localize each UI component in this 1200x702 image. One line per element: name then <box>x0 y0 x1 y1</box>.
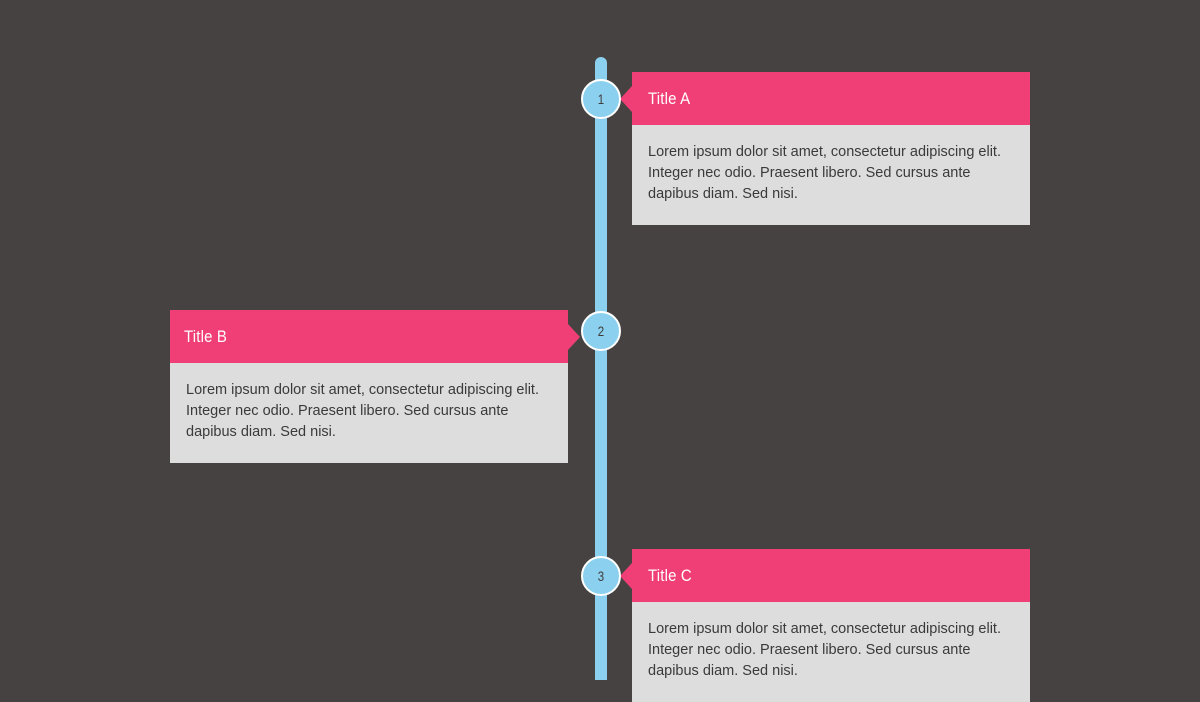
timeline-marker-number: 1 <box>597 91 605 107</box>
timeline-card-text: Lorem ipsum dolor sit amet, consectetur … <box>648 621 1001 679</box>
timeline-card-2[interactable]: Title B Lorem ipsum dolor sit amet, cons… <box>170 310 580 463</box>
timeline-marker-number: 2 <box>597 323 605 339</box>
timeline-card-3[interactable]: Title C Lorem ipsum dolor sit amet, cons… <box>620 549 1030 702</box>
timeline-card-header: Title A <box>620 72 1030 125</box>
timeline-card-text: Lorem ipsum dolor sit amet, consectetur … <box>648 144 1001 202</box>
timeline-card-body: Lorem ipsum dolor sit amet, consectetur … <box>632 602 1030 702</box>
timeline-card-body: Lorem ipsum dolor sit amet, consectetur … <box>170 363 568 463</box>
timeline-card-header: Title B <box>170 310 580 363</box>
timeline-marker-1[interactable]: 1 <box>581 79 621 119</box>
timeline-card-title: Title B <box>184 326 228 346</box>
timeline-card-title: Title A <box>648 88 691 108</box>
timeline-marker-3[interactable]: 3 <box>581 556 621 596</box>
timeline-card-title: Title C <box>648 565 692 585</box>
vertical-timeline: 1 Title A Lorem ipsum dolor sit amet, co… <box>170 57 1030 702</box>
timeline-marker-2[interactable]: 2 <box>581 311 621 351</box>
timeline-card-body: Lorem ipsum dolor sit amet, consectetur … <box>632 125 1030 225</box>
timeline-marker-number: 3 <box>597 568 605 584</box>
timeline-card-header: Title C <box>620 549 1030 602</box>
timeline-spine <box>595 57 607 680</box>
timeline-card-text: Lorem ipsum dolor sit amet, consectetur … <box>186 382 539 440</box>
timeline-card-1[interactable]: Title A Lorem ipsum dolor sit amet, cons… <box>620 72 1030 225</box>
